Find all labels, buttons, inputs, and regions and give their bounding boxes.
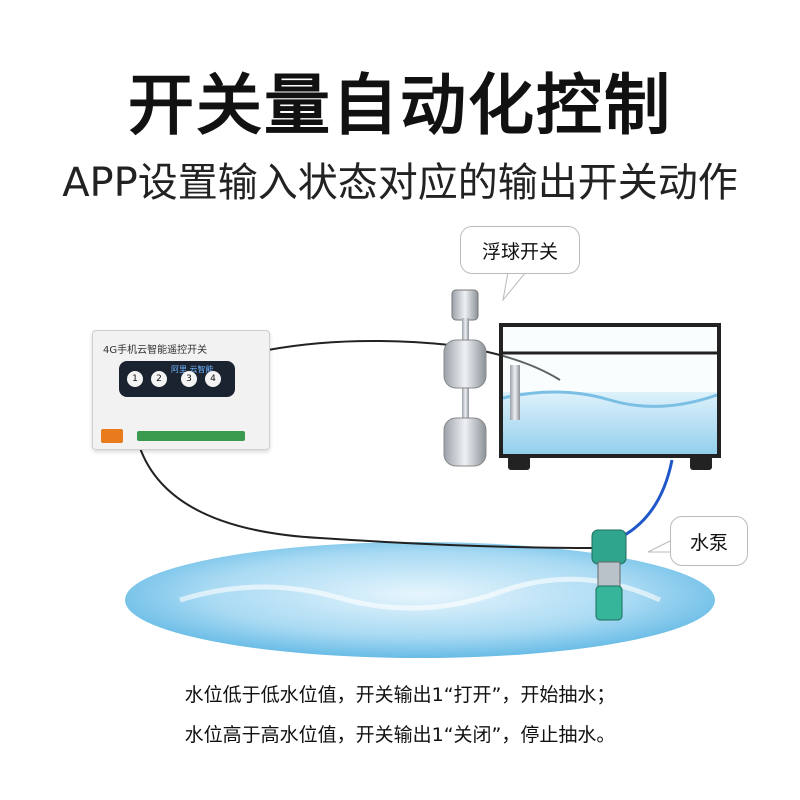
tank-water [503,392,717,454]
pump-pointer [647,539,673,553]
fish-tank [499,323,721,458]
power-terminal [101,429,123,443]
water-pool [125,542,715,658]
bubble-pointer [502,271,528,302]
float-ball-lower [443,417,487,467]
device-label: 4G手机云智能遥控开关 [103,345,208,356]
device-button-4: 4 [205,371,221,387]
tank-wave [502,390,718,408]
device-button-panel: 阿里 云智能 1 2 3 4 [119,361,235,397]
page-title: 开关量自动化控制 [128,67,672,144]
output-terminal-block [137,431,245,441]
pump-body [595,585,623,621]
pump-head [591,529,627,565]
page-subtitle: APP设置输入状态对应的输出开关动作 [62,160,738,206]
device-button-3: 3 [181,371,197,387]
tank-foot-right [690,456,712,470]
tank-foot-left [508,456,530,470]
caption-line-2: 水位高于高水位值，开关输出1“关闭”，停止抽水。 [184,724,616,746]
device-button-2: 2 [151,371,167,387]
tank-float-switch [510,365,520,420]
caption-line-1: 水位低于低水位值，开关输出1“打开”，开始抽水； [184,684,616,706]
pool-wave [179,576,662,611]
device-brand: 阿里 云智能 [171,365,214,374]
device-button-1: 1 [127,371,143,387]
cable-device-to-pump [139,447,599,549]
float-switch-callout: 浮球开关 [460,226,580,274]
pump-callout: 水泵 [670,516,748,566]
hose-pump-to-tank [614,459,674,542]
pump-motor [597,561,621,589]
smart-switch-device: 4G手机云智能遥控开关 阿里 云智能 1 2 3 4 [92,330,270,450]
cable-float-to-device [267,340,561,381]
float-ball-upper [443,339,487,389]
float-switch-top [451,289,479,321]
